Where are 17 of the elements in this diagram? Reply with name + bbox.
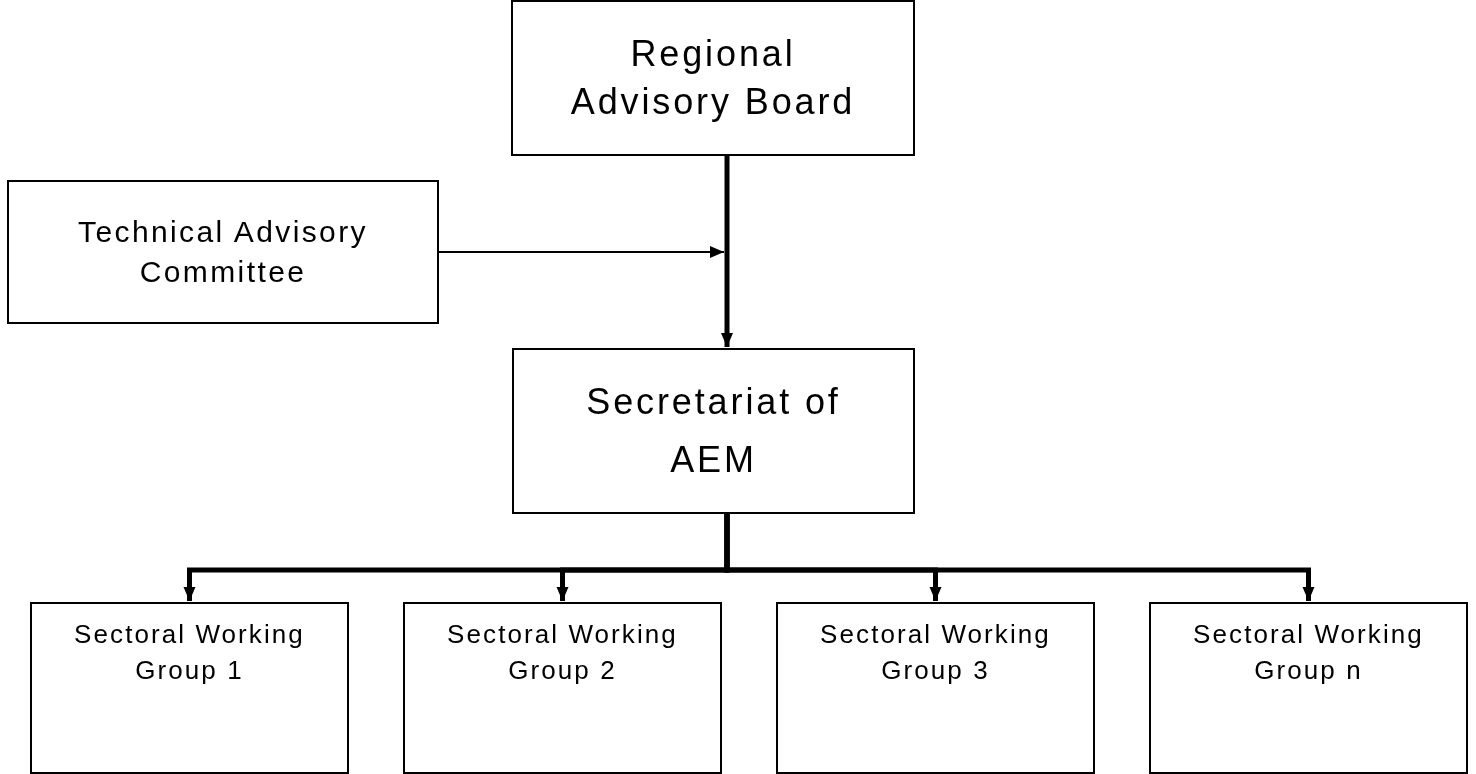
box-label: Regional Advisory Board [569, 32, 857, 124]
org-box [776, 602, 1095, 774]
org-box [403, 602, 722, 774]
box-label: Sectoral Working Group n [1192, 618, 1425, 687]
box-label: Sectoral Working Group 1 [73, 618, 306, 687]
arrow [438, 246, 725, 258]
box-label: Technical Advisory Committee [77, 214, 369, 290]
box-label: Sectoral Working Group 3 [819, 618, 1052, 687]
org-box [511, 0, 915, 156]
org-box [30, 602, 349, 774]
box-label: Sectoral Working Group 2 [446, 618, 679, 687]
org-box [7, 180, 439, 324]
org-box [1149, 602, 1468, 774]
arrow [724, 514, 1315, 601]
org-box [512, 348, 915, 514]
box-label: Secretariat of AEM [585, 380, 842, 482]
arrow [721, 156, 733, 347]
